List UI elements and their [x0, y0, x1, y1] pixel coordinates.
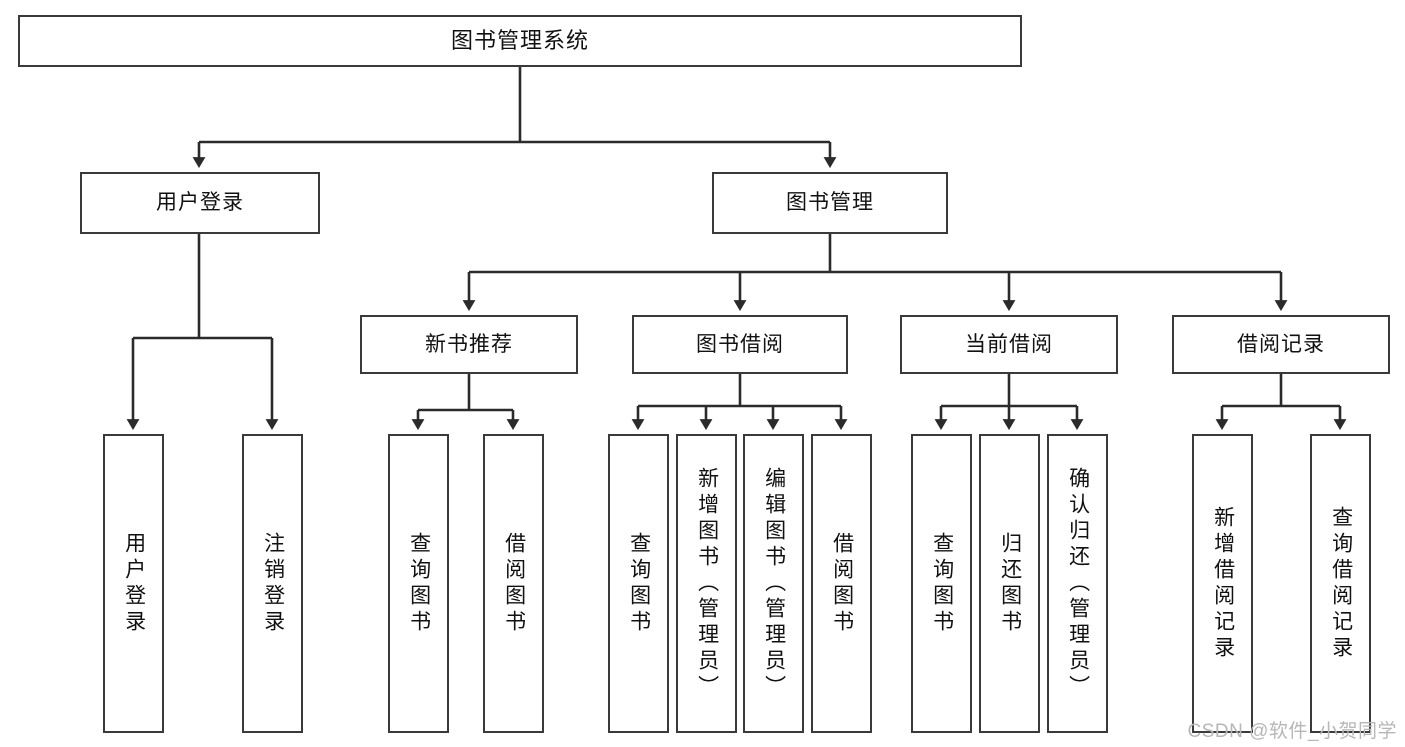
leaf-current-borrow-3[interactable]: 确认归还（管理员） — [1047, 434, 1108, 733]
node-new-book-recommend-label: 新书推荐 — [425, 332, 513, 356]
leaf-book-borrow-2[interactable]: 新增图书（管理员） — [676, 434, 737, 733]
leaf-new-book-1[interactable]: 查询图书 — [388, 434, 449, 733]
leaf-new-book-1-label: 查询图书 — [407, 531, 431, 636]
leaf-user-login-1-label: 用户登录 — [122, 531, 146, 636]
leaf-borrow-record-1-label: 新增借阅记录 — [1211, 505, 1235, 662]
node-user-login[interactable]: 用户登录 — [80, 172, 320, 234]
node-book-borrow-label: 图书借阅 — [696, 332, 784, 356]
leaf-user-login-2-label: 注销登录 — [261, 531, 285, 636]
watermark-text: CSDN @软件_小贺同学 — [1187, 721, 1397, 742]
leaf-borrow-record-2-label: 查询借阅记录 — [1329, 505, 1353, 662]
leaf-new-book-2[interactable]: 借阅图书 — [483, 434, 544, 733]
leaf-current-borrow-2-label: 归还图书 — [998, 531, 1022, 636]
leaf-user-login-2[interactable]: 注销登录 — [242, 434, 303, 733]
leaf-new-book-2-label: 借阅图书 — [502, 531, 526, 636]
node-root-label: 图书管理系统 — [450, 27, 589, 53]
leaf-current-borrow-2[interactable]: 归还图书 — [979, 434, 1040, 733]
leaf-book-borrow-4[interactable]: 借阅图书 — [811, 434, 872, 733]
node-borrow-record-label: 借阅记录 — [1237, 332, 1325, 356]
leaf-user-login-1[interactable]: 用户登录 — [103, 434, 164, 733]
node-borrow-record[interactable]: 借阅记录 — [1172, 315, 1390, 374]
leaf-book-borrow-3[interactable]: 编辑图书（管理员） — [743, 434, 804, 733]
node-new-book-recommend[interactable]: 新书推荐 — [360, 315, 578, 374]
node-current-borrow[interactable]: 当前借阅 — [900, 315, 1118, 374]
leaf-current-borrow-1[interactable]: 查询图书 — [911, 434, 972, 733]
node-root-book-management-system[interactable]: 图书管理系统 — [18, 15, 1022, 67]
leaf-borrow-record-2[interactable]: 查询借阅记录 — [1310, 434, 1371, 733]
leaf-book-borrow-4-label: 借阅图书 — [830, 531, 854, 636]
leaf-book-borrow-2-label: 新增图书（管理员） — [695, 466, 719, 701]
leaf-borrow-record-1[interactable]: 新增借阅记录 — [1192, 434, 1253, 733]
node-book-borrow[interactable]: 图书借阅 — [632, 315, 848, 374]
leaf-book-borrow-1[interactable]: 查询图书 — [608, 434, 669, 733]
node-book-management[interactable]: 图书管理 — [712, 172, 948, 234]
leaf-book-borrow-1-label: 查询图书 — [627, 531, 651, 636]
node-current-borrow-label: 当前借阅 — [965, 332, 1053, 356]
leaf-current-borrow-1-label: 查询图书 — [930, 531, 954, 636]
node-book-management-label: 图书管理 — [786, 191, 874, 215]
node-user-login-label: 用户登录 — [156, 191, 244, 215]
leaf-book-borrow-3-label: 编辑图书（管理员） — [762, 466, 786, 701]
leaf-current-borrow-3-label: 确认归还（管理员） — [1066, 466, 1090, 701]
